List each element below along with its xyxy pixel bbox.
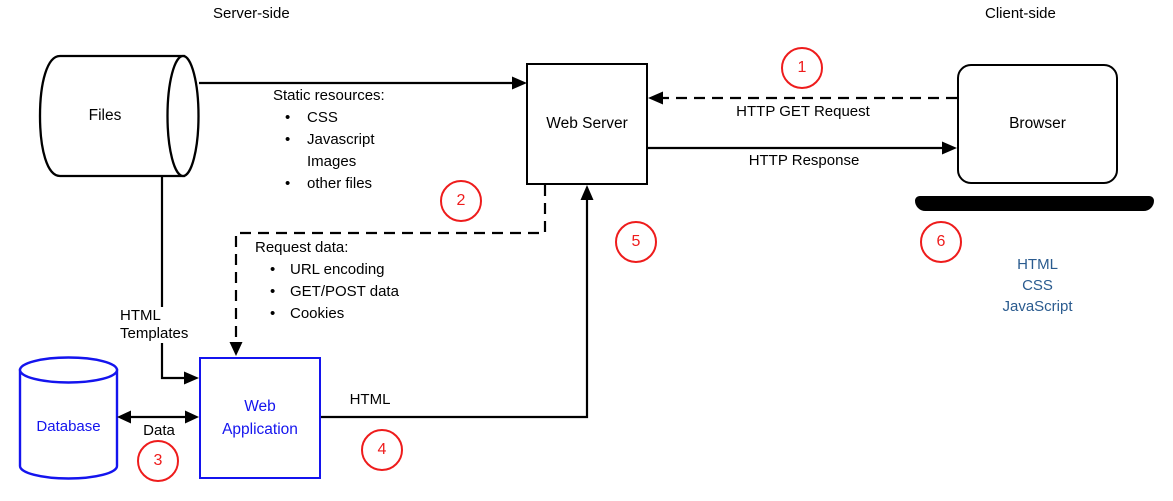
step-marker-6: 6 xyxy=(920,221,962,263)
edge-http-response xyxy=(648,141,957,155)
http-get-request-label: HTTP GET Request xyxy=(736,103,870,120)
request-data-item: URL encoding xyxy=(255,259,399,281)
files-cylinder-shape xyxy=(38,54,200,178)
database-node-label: Database xyxy=(36,418,101,435)
static-resources-title: Static resources: xyxy=(273,87,385,104)
browser-output-line: JavaScript xyxy=(1002,298,1073,315)
web-application-node: Web Application xyxy=(199,357,321,479)
step-marker-1: 1 xyxy=(781,47,823,89)
static-resources-item: Images xyxy=(307,153,357,170)
server-side-title: Server-side xyxy=(213,5,290,22)
browser-output-line: CSS xyxy=(1022,277,1053,294)
request-data-item: Cookies xyxy=(255,303,399,325)
request-data-item: GET/POST data xyxy=(255,281,399,303)
web-application-label-line2: Application xyxy=(222,421,298,438)
data-edge-label: Data xyxy=(133,422,185,439)
edge-html-templates xyxy=(160,176,199,385)
step-marker-4: 4 xyxy=(361,429,403,471)
laptop-base-bar xyxy=(915,196,1154,211)
html-templates-label: HTML Templates xyxy=(118,307,191,343)
static-resources-item: CSS xyxy=(273,107,385,129)
html-templates-line1: HTML xyxy=(120,307,161,324)
edge-static-resources xyxy=(199,76,527,90)
database-cylinder-shape xyxy=(18,356,119,480)
browser-output-list: HTML CSS JavaScript xyxy=(957,254,1118,317)
web-server-label: Web Server xyxy=(546,115,628,132)
files-node-label: Files xyxy=(88,107,122,124)
edge-request-data xyxy=(229,185,547,356)
browser-node: Browser xyxy=(957,64,1118,184)
static-resources-list: Static resources: CSS Javascript Images … xyxy=(273,85,385,195)
http-response-label: HTTP Response xyxy=(748,152,860,169)
web-application-label-line1: Web xyxy=(244,398,276,415)
step-marker-5: 5 xyxy=(615,221,657,263)
browser-output-line: HTML xyxy=(1017,256,1058,273)
browser-label: Browser xyxy=(1009,115,1066,132)
static-resources-item: other files xyxy=(273,173,385,195)
step-marker-3: 3 xyxy=(137,440,179,482)
html-templates-line2: Templates xyxy=(120,325,189,342)
step-marker-2: 2 xyxy=(440,180,482,222)
edge-html xyxy=(321,185,594,419)
html-edge-label: HTML xyxy=(349,391,391,408)
request-data-title: Request data: xyxy=(255,239,349,256)
client-side-title: Client-side xyxy=(985,5,1056,22)
static-resources-item: Javascript xyxy=(273,129,385,151)
web-server-node: Web Server xyxy=(526,63,648,185)
edge-data xyxy=(117,410,199,424)
edge-http-get-request xyxy=(648,91,957,105)
request-data-list: Request data: URL encoding GET/POST data… xyxy=(255,237,399,325)
